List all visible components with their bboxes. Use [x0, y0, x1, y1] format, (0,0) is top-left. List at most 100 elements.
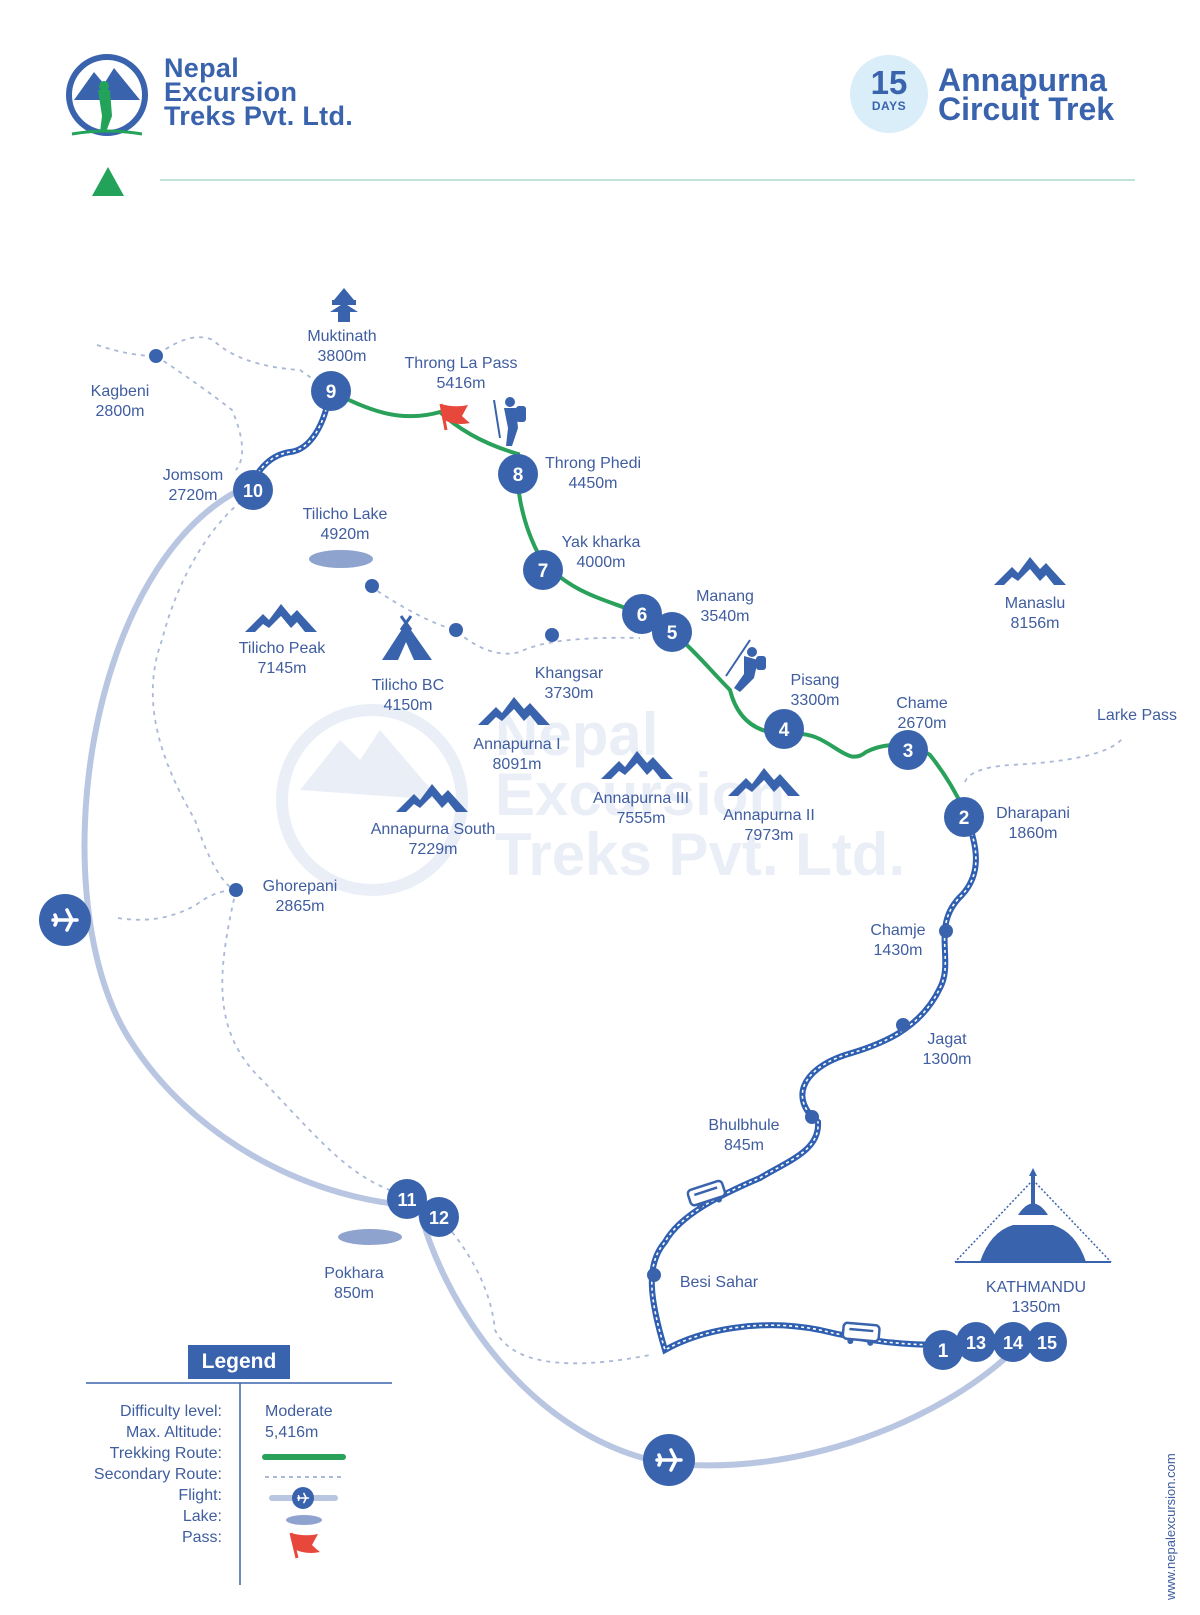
label-ghorepani: Ghorepani 2865m — [263, 878, 338, 915]
climber-icon — [493, 397, 526, 446]
svg-text:Ghorepani: Ghorepani — [263, 878, 338, 895]
svg-text:14: 14 — [1003, 1333, 1023, 1353]
stop-6: 6 — [622, 594, 662, 634]
flight-icon — [39, 894, 91, 946]
legend-trekking-key: Trekking Route: — [109, 1445, 222, 1462]
stop-10: 10 — [233, 470, 273, 510]
svg-text:Muktinath: Muktinath — [307, 328, 376, 345]
svg-text:Chamje: Chamje — [870, 922, 925, 939]
stop-15: 15 — [1027, 1322, 1067, 1362]
svg-text:8091m: 8091m — [493, 756, 542, 773]
svg-text:Tilicho Lake: Tilicho Lake — [303, 506, 388, 523]
trekking-route-road — [648, 808, 979, 1355]
svg-text:4000m: 4000m — [577, 554, 626, 571]
days-badge: 15 DAYS — [850, 55, 928, 133]
svg-text:7: 7 — [538, 561, 549, 582]
legend-secondary-key: Secondary Route: — [93, 1466, 222, 1483]
svg-text:Tilicho Peak: Tilicho Peak — [239, 640, 327, 657]
days-number: 15 — [870, 64, 908, 101]
svg-text:Larke Pass: Larke Pass — [1097, 707, 1177, 724]
label-larke: Larke Pass — [1097, 707, 1177, 724]
svg-text:9: 9 — [326, 382, 337, 403]
svg-text:2800m: 2800m — [96, 403, 145, 420]
brand-line2: Excursion — [164, 77, 298, 107]
flight-route-pokhara-kathmandu — [417, 1211, 1015, 1469]
stop-9: 9 — [311, 371, 351, 411]
svg-text:7229m: 7229m — [409, 841, 458, 858]
svg-text:Manaslu: Manaslu — [1005, 595, 1065, 612]
stop-5: 5 — [652, 612, 692, 652]
brand-line3: Treks Pvt. Ltd. — [164, 101, 354, 131]
climber-icon — [725, 639, 766, 692]
legend-flight-key: Flight: — [178, 1487, 222, 1504]
flight-route-jomsom-pokhara — [81, 481, 406, 1208]
trek-title-line2: Circuit Trek — [938, 91, 1115, 127]
label-jagat: Jagat 1300m — [923, 1031, 972, 1068]
label-tilicho-peak: Tilicho Peak 7145m — [239, 640, 327, 677]
svg-text:7145m: 7145m — [258, 660, 307, 677]
svg-text:12: 12 — [429, 1208, 449, 1228]
svg-text:Jomsom: Jomsom — [163, 467, 223, 484]
svg-text:1300m: 1300m — [923, 1051, 972, 1068]
stop-8: 8 — [498, 454, 538, 494]
stop-3: 3 — [888, 730, 928, 770]
svg-text:Bhulbhule: Bhulbhule — [708, 1117, 779, 1134]
svg-text:4450m: 4450m — [569, 475, 618, 492]
legend-altitude-key: Max. Altitude: — [125, 1424, 222, 1441]
waypoint-jagat — [896, 1018, 910, 1032]
watermark-line3: Treks Pvt. Ltd. — [495, 821, 905, 888]
website-url: www.nepalexcursion.com — [1163, 1453, 1178, 1600]
legend-frame — [86, 1382, 392, 1585]
waypoint-ghorepani — [229, 883, 243, 897]
waypoint-tilicho — [365, 579, 379, 593]
svg-text:8156m: 8156m — [1011, 615, 1060, 632]
svg-text:Jagat: Jagat — [927, 1031, 967, 1048]
waypoint-khangsar — [545, 628, 559, 642]
secondary-routes — [96, 336, 1125, 1365]
flight-icon — [643, 1434, 695, 1486]
stop-13: 13 — [956, 1322, 996, 1362]
svg-text:850m: 850m — [334, 1285, 374, 1302]
svg-text:Manang: Manang — [696, 588, 754, 605]
legend-flight-icon — [269, 1487, 338, 1509]
legend-title: Legend — [188, 1345, 290, 1379]
brand-line1: Nepal — [164, 53, 240, 83]
legend-pass-icon — [289, 1532, 320, 1559]
svg-text:Annapurna III: Annapurna III — [593, 790, 689, 807]
svg-text:Chame: Chame — [896, 695, 948, 712]
svg-text:2865m: 2865m — [276, 898, 325, 915]
days-label: DAYS — [871, 99, 907, 113]
lake-icon — [309, 550, 373, 568]
trek-title: Annapurna Circuit Trek — [938, 64, 1115, 127]
legend-altitude-val: 5,416m — [265, 1424, 319, 1441]
legend-difficulty-key: Difficulty level: — [120, 1403, 222, 1420]
svg-text:Annapurna South: Annapurna South — [371, 821, 496, 838]
mountain-icon — [245, 604, 317, 632]
svg-text:2670m: 2670m — [898, 715, 947, 732]
svg-text:2: 2 — [959, 808, 970, 829]
legend-lake-icon — [286, 1515, 322, 1525]
legend-lake-key: Lake: — [182, 1508, 222, 1525]
svg-text:Dharapani: Dharapani — [996, 805, 1070, 822]
stop-12: 12 — [419, 1197, 459, 1237]
svg-text:5416m: 5416m — [437, 375, 486, 392]
svg-text:1860m: 1860m — [1009, 825, 1058, 842]
stop-1: 1 — [923, 1330, 963, 1370]
stop-11: 11 — [387, 1179, 427, 1219]
